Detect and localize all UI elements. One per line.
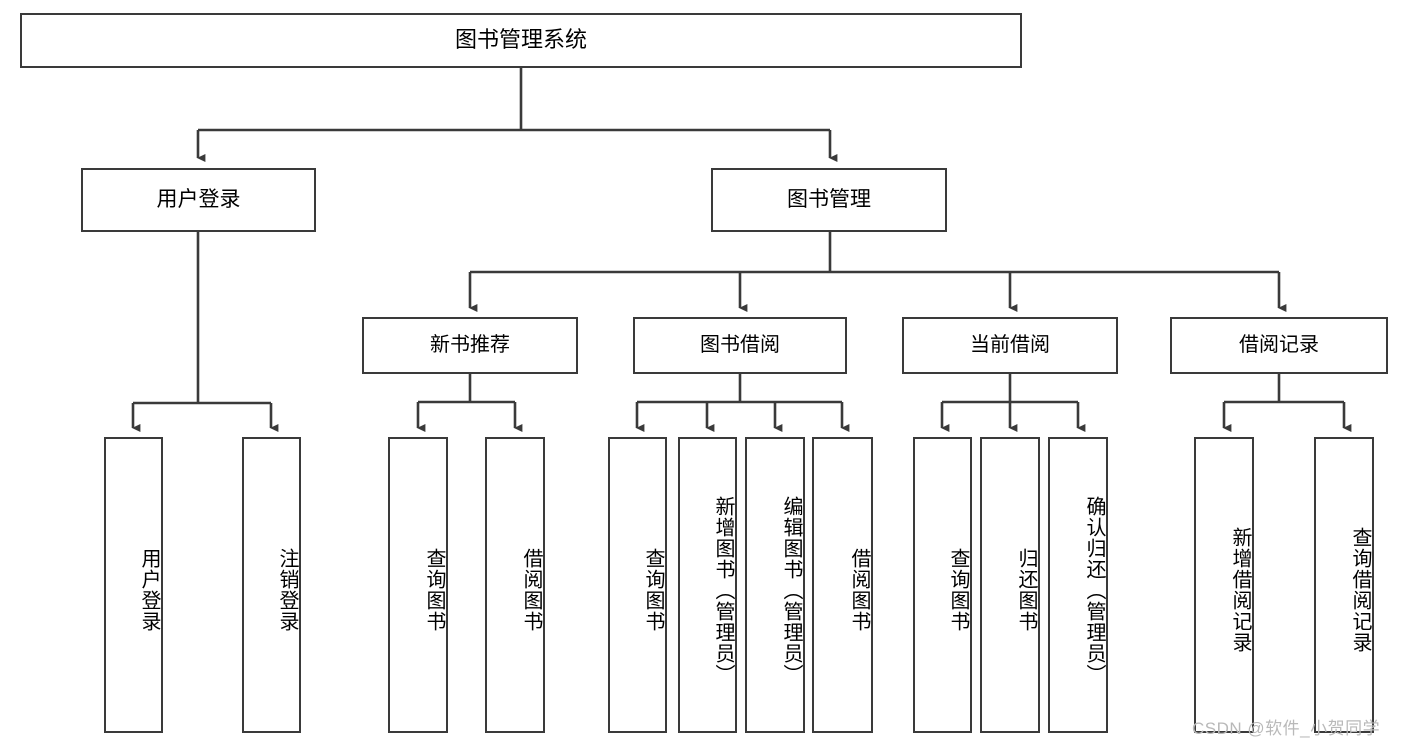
node-leaf-query-books-recommendation[interactable]: 查询图书 bbox=[388, 437, 448, 733]
node-label: 借阅记录 bbox=[1239, 334, 1319, 357]
node-leaf-add-book-admin[interactable]: 新增图书（管理员） bbox=[678, 437, 737, 733]
node-leaf-add-borrow-record[interactable]: 新增借阅记录 bbox=[1194, 437, 1254, 733]
node-label: 借阅图书 bbox=[848, 548, 870, 632]
node-leaf-borrow-books-borrowing[interactable]: 借阅图书 bbox=[812, 437, 873, 733]
node-root-book-management-system[interactable]: 图书管理系统 bbox=[20, 13, 1022, 68]
node-label: 借阅图书 bbox=[520, 548, 542, 632]
node-label: 新增借阅记录 bbox=[1229, 527, 1251, 653]
node-label: 用户登录 bbox=[156, 188, 241, 212]
node-label: 查询图书 bbox=[642, 548, 664, 632]
node-leaf-borrow-books-recommendation[interactable]: 借阅图书 bbox=[485, 437, 545, 733]
node-book-borrowing[interactable]: 图书借阅 bbox=[633, 317, 847, 374]
node-borrowing-records[interactable]: 借阅记录 bbox=[1170, 317, 1388, 374]
node-label: 新增图书（管理员） bbox=[712, 495, 734, 685]
node-label: 注销登录 bbox=[276, 548, 298, 632]
node-leaf-edit-book-admin[interactable]: 编辑图书（管理员） bbox=[745, 437, 805, 733]
node-label: 查询借阅记录 bbox=[1349, 527, 1371, 653]
watermark: CSDN @软件_小贺同学 bbox=[1192, 719, 1381, 738]
node-book-management[interactable]: 图书管理 bbox=[711, 168, 947, 232]
node-leaf-user-login[interactable]: 用户登录 bbox=[104, 437, 163, 733]
node-label: 当前借阅 bbox=[970, 334, 1050, 357]
node-label: 查询图书 bbox=[423, 548, 445, 632]
node-leaf-logout[interactable]: 注销登录 bbox=[242, 437, 301, 733]
node-label: 用户登录 bbox=[138, 548, 160, 632]
node-leaf-confirm-return-admin[interactable]: 确认归还（管理员） bbox=[1048, 437, 1108, 733]
node-label: 新书推荐 bbox=[430, 334, 510, 357]
node-label: 编辑图书（管理员） bbox=[780, 495, 802, 685]
node-leaf-query-books-borrowing[interactable]: 查询图书 bbox=[608, 437, 667, 733]
node-user-login[interactable]: 用户登录 bbox=[81, 168, 316, 232]
node-leaf-query-books-current[interactable]: 查询图书 bbox=[913, 437, 972, 733]
node-label: 归还图书 bbox=[1015, 548, 1037, 632]
node-current-borrowing[interactable]: 当前借阅 bbox=[902, 317, 1118, 374]
node-label: 图书管理 bbox=[787, 188, 871, 212]
node-new-book-recommendation[interactable]: 新书推荐 bbox=[362, 317, 578, 374]
node-label: 确认归还（管理员） bbox=[1083, 495, 1105, 685]
node-label: 图书管理系统 bbox=[454, 27, 587, 53]
node-leaf-return-books[interactable]: 归还图书 bbox=[980, 437, 1040, 733]
node-label: 查询图书 bbox=[947, 548, 969, 632]
node-label: 图书借阅 bbox=[700, 334, 780, 357]
node-leaf-query-borrow-record[interactable]: 查询借阅记录 bbox=[1314, 437, 1374, 733]
